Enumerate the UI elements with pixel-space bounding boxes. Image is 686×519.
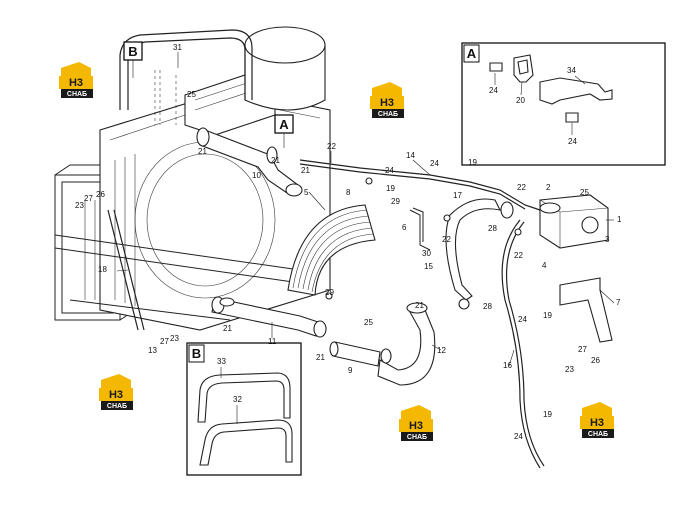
part-number: 34 — [567, 66, 576, 75]
part-number: 13 — [148, 346, 157, 355]
part-number: 22 — [514, 251, 523, 260]
part-number: 19 — [543, 311, 552, 320]
part-number: 24 — [489, 86, 498, 95]
detail-a-tag: A — [467, 46, 477, 61]
part-number: 24 — [514, 432, 523, 441]
fan-guard — [287, 204, 376, 296]
part-number: 31 — [173, 43, 182, 52]
part-number: 17 — [453, 191, 462, 200]
part-number: 21 — [223, 324, 232, 333]
part-number: 5 — [304, 188, 309, 197]
part-number: 22 — [517, 183, 526, 192]
part-number: 28 — [483, 302, 492, 311]
part-number: 7 — [616, 298, 621, 307]
svg-text:СНАБ: СНАБ — [378, 111, 398, 118]
part-number: 25 — [187, 90, 196, 99]
snab-logo: H3 СНАБ — [99, 374, 133, 410]
svg-text:СНАБ: СНАБ — [67, 91, 87, 98]
detail-view-a: A — [461, 42, 666, 166]
svg-text:СНАБ: СНАБ — [588, 431, 608, 438]
part-number: 6 — [402, 223, 407, 232]
view-a-callout: A — [274, 114, 294, 148]
part-number: 25 — [364, 318, 373, 327]
part-number: 29 — [325, 288, 334, 297]
svg-text:СНАБ: СНАБ — [407, 434, 427, 441]
svg-text:H3: H3 — [69, 77, 83, 89]
part-number: 23 — [170, 334, 179, 343]
part-number: 4 — [542, 261, 547, 270]
part-number: 20 — [516, 96, 525, 105]
part-number: 24 — [518, 315, 527, 324]
part-number: 24 — [430, 159, 439, 168]
part-number: 29 — [391, 197, 400, 206]
svg-text:H3: H3 — [590, 417, 604, 429]
svg-text:H3: H3 — [380, 97, 394, 109]
snab-logo: H3 СНАБ — [370, 82, 404, 118]
part-number: 12 — [437, 346, 446, 355]
part-number: 3 — [605, 235, 610, 244]
svg-text:B: B — [128, 44, 137, 59]
part-number: 21 — [271, 156, 280, 165]
svg-text:A: A — [279, 117, 289, 132]
part-number: 24 — [385, 166, 394, 175]
svg-text:СНАБ: СНАБ — [107, 403, 127, 410]
part-number: 23 — [565, 365, 574, 374]
part-number: 21 — [198, 147, 207, 156]
part-number: 27 — [160, 337, 169, 346]
part-number: 1 — [617, 215, 622, 224]
detail-b-tag: B — [192, 346, 201, 361]
part-number: 18 — [98, 265, 107, 274]
detail-view-b: B — [186, 342, 302, 476]
part-number: 15 — [424, 262, 433, 271]
part-number: 19 — [468, 158, 477, 167]
part-number: 23 — [75, 201, 84, 210]
part-number: 21 — [316, 353, 325, 362]
part-number: 21 — [301, 166, 310, 175]
snab-logo: H3 СНАБ — [580, 402, 614, 438]
part-number: 30 — [422, 249, 431, 258]
part-number: 11 — [268, 337, 277, 346]
radiator-assembly — [54, 26, 613, 469]
part-number: 33 — [217, 357, 226, 366]
snab-logo: H3 СНАБ — [59, 62, 93, 98]
expansion-tank — [539, 194, 609, 249]
part-number: 10 — [252, 171, 261, 180]
part-number: 26 — [591, 356, 600, 365]
part-number: 22 — [442, 235, 451, 244]
part-number: 27 — [84, 194, 93, 203]
view-b-callout: B — [123, 41, 143, 78]
part-number: 27 — [578, 345, 587, 354]
part-number-labels: 31 25 21 21 21 10 22 14 24 24 19 19 8 29… — [75, 43, 622, 441]
part-number: 22 — [327, 142, 336, 151]
part-number: 8 — [346, 188, 351, 197]
part-number: 19 — [543, 410, 552, 419]
part-number: 9 — [348, 366, 353, 375]
svg-text:H3: H3 — [109, 389, 123, 401]
part-number: 24 — [568, 137, 577, 146]
part-number: 25 — [580, 188, 589, 197]
part-number: 32 — [233, 395, 242, 404]
part-number: 14 — [406, 151, 415, 160]
part-number: 16 — [503, 361, 512, 370]
part-number: 21 — [415, 301, 424, 310]
part-number: 19 — [386, 184, 395, 193]
part-number: 28 — [488, 224, 497, 233]
snab-logo: H3 СНАБ — [399, 405, 433, 441]
leader-lines — [116, 52, 615, 424]
part-number: 2 — [546, 183, 551, 192]
part-number: 26 — [96, 190, 105, 199]
svg-text:H3: H3 — [409, 420, 423, 432]
